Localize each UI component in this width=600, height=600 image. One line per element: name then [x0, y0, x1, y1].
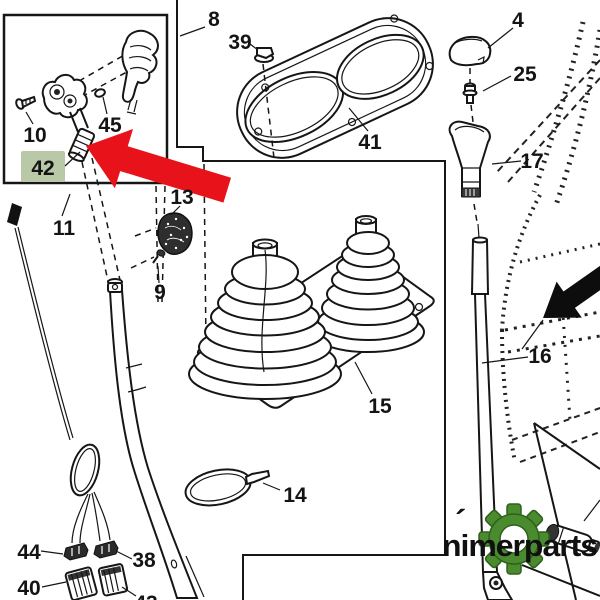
small-bellow	[311, 215, 425, 353]
watermark-logo: nimerparts ´	[442, 503, 598, 575]
part-38-terminal	[93, 540, 119, 559]
console-panel-outline	[176, 0, 446, 600]
part-label-8[interactable]: 8	[208, 8, 220, 31]
part-42-highlight[interactable]	[21, 151, 81, 182]
part-label-41[interactable]: 41	[358, 131, 382, 154]
part-label-16[interactable]: 16	[528, 345, 551, 368]
part-label-17[interactable]: 17	[520, 150, 543, 173]
part-13-grommet	[157, 205, 193, 255]
part-15-boot-assembly	[188, 163, 435, 409]
inset-box-contents	[15, 29, 159, 282]
cab-frame-sketch	[496, 21, 600, 463]
part-label-38[interactable]: 38	[132, 549, 156, 572]
part-label-40[interactable]: 40	[17, 577, 40, 600]
part-41-gasket	[236, 14, 434, 159]
label-8-leader	[179, 26, 206, 37]
part-labels: 8 39 41 4 25 17 16 15 14 13 9 11 10 45 4…	[17, 8, 551, 600]
part-label-44[interactable]: 44	[17, 541, 41, 564]
part-label-4[interactable]: 4	[512, 9, 524, 32]
part-25-screw	[462, 68, 512, 123]
part-label-43[interactable]: 43	[134, 592, 157, 600]
wiring-harness	[7, 203, 137, 600]
bottom-right-inset	[481, 422, 600, 600]
big-bellow	[188, 238, 342, 400]
grip-handle	[121, 29, 159, 115]
part-16-lever-rod	[470, 203, 544, 573]
part-label-10[interactable]: 10	[23, 124, 46, 147]
part-11-lever	[61, 193, 205, 599]
part-45-oring	[94, 88, 108, 115]
logo-accent: ´	[455, 504, 466, 542]
part-9-screw	[152, 249, 166, 284]
part-10-screw	[15, 95, 37, 125]
part-label-45[interactable]: 45	[98, 114, 122, 137]
gear-icon	[478, 503, 550, 575]
watermark-text: nimerparts	[442, 528, 597, 563]
part-label-15[interactable]: 15	[368, 395, 392, 418]
part-label-11[interactable]: 11	[53, 217, 76, 240]
part-40-connector	[64, 566, 98, 600]
direction-arrow-black	[543, 251, 600, 318]
part-17-boot	[448, 120, 522, 198]
part-44-terminal	[63, 542, 89, 561]
part-label-39[interactable]: 39	[228, 31, 251, 54]
part-label-42[interactable]: 42	[31, 157, 54, 180]
highlight-arrow-red	[86, 129, 232, 203]
part-label-14[interactable]: 14	[283, 484, 307, 507]
part-43-connector	[97, 563, 129, 597]
part-label-9[interactable]: 9	[154, 281, 166, 304]
part-label-13[interactable]: 13	[170, 186, 193, 209]
rod-clevis	[481, 571, 514, 600]
part-14-cable-tie	[184, 468, 281, 507]
part-39-nut	[249, 43, 275, 159]
lever-head	[41, 74, 88, 119]
harness-flag	[7, 203, 22, 226]
part-label-25[interactable]: 25	[513, 63, 537, 86]
part-4-cap	[448, 27, 514, 67]
